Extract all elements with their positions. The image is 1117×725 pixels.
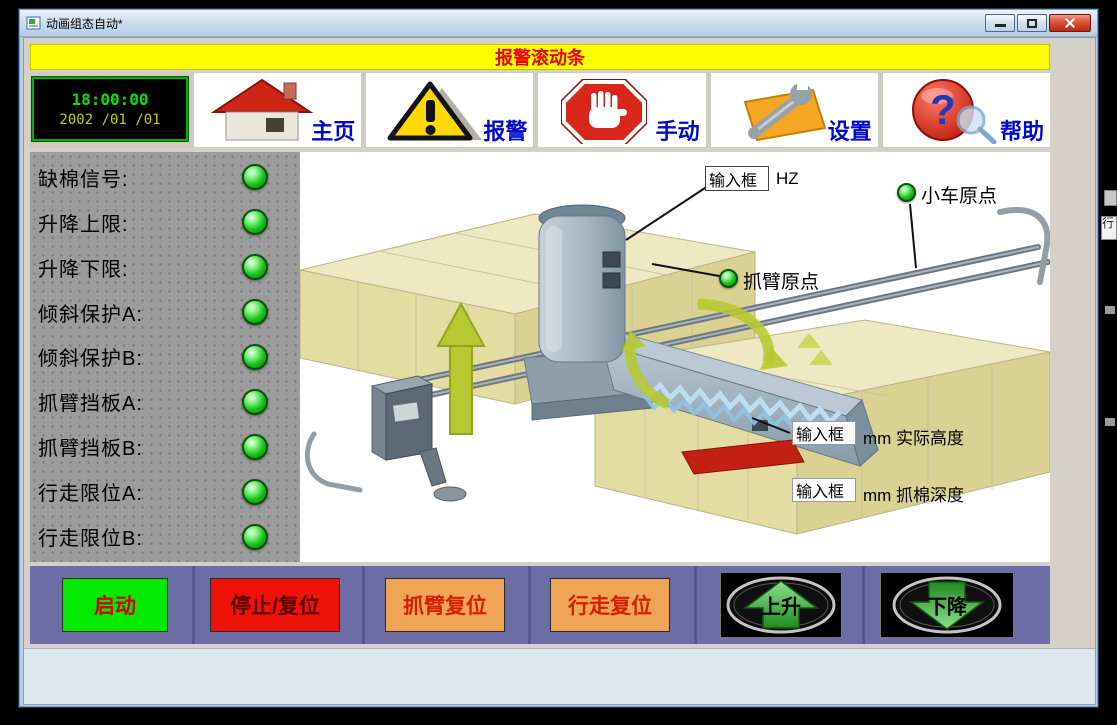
frequency-unit-label: HZ (776, 169, 799, 188)
status-label: 升降下限: (38, 258, 129, 281)
maximize-button[interactable] (1017, 14, 1047, 32)
clock-time: 18:00:00 (71, 90, 149, 109)
minimize-icon (995, 24, 1006, 27)
toolbar-button-label: 报警 (483, 119, 528, 144)
status-label: 倾斜保护A: (38, 303, 143, 326)
alarm-scroll-banner: 报警滚动条 (30, 44, 1050, 70)
pluck-depth-input[interactable] (792, 478, 856, 502)
toolbar-button-alarm[interactable]: 报警 (366, 73, 534, 147)
status-row: 倾斜保护B: (30, 335, 300, 380)
separator (362, 566, 365, 644)
pluck-depth-label: mm 抓棉深度 (863, 486, 965, 505)
clock-date: 2002 /01 /01 (59, 112, 161, 128)
toolbar-button-label: 手动 (655, 119, 700, 144)
separator (192, 566, 195, 644)
status-led (242, 388, 268, 415)
toolbar-button-manual[interactable]: 手动 (538, 73, 706, 147)
home-icon (210, 78, 314, 141)
status-panel: 缺棉信号: 升降上限: 升降下限: 倾斜保护A: 倾斜保护B: (30, 152, 300, 562)
up-button[interactable]: 上升 (720, 572, 842, 638)
status-label: 行走限位A: (38, 483, 143, 506)
app-icon (26, 16, 41, 30)
control-bar: 启动 停止/复位 抓臂复位 行走复位 上升 (30, 566, 1050, 644)
toolbar-button-help[interactable]: ? 帮助 (882, 73, 1051, 147)
toolbar-button-home[interactable]: 主页 (194, 73, 362, 147)
arm-origin-led (719, 269, 738, 288)
travel-reset-button[interactable]: 行走复位 (550, 578, 670, 632)
down-button[interactable]: 下降 (880, 572, 1014, 638)
up-button-label: 上升 (761, 596, 801, 619)
window-controls (985, 14, 1091, 32)
close-button[interactable] (1049, 14, 1091, 32)
cart-origin-led (897, 183, 916, 202)
up-arrow-icon (726, 576, 836, 634)
status-row: 倾斜保护A: (30, 290, 300, 335)
wrench-icon (743, 77, 826, 142)
separator (528, 566, 531, 644)
maximize-icon (1027, 19, 1037, 28)
background-window-fragment (1104, 190, 1117, 206)
app-window: 动画组态自动* 报警滚动条 18:00:00 2002 /01 /01 (18, 8, 1099, 708)
help-question-icon: ? (911, 79, 997, 144)
actual-height-input[interactable] (792, 421, 856, 445)
status-led (242, 254, 268, 281)
status-label: 行走限位B: (38, 528, 143, 551)
alarm-warning-icon (387, 81, 483, 141)
toolbar-button-label: 主页 (311, 119, 356, 144)
status-label: 升降上限: (38, 213, 129, 236)
status-row: 缺棉信号: (30, 155, 300, 200)
actual-height-label: mm 实际高度 (863, 429, 965, 448)
toolbar-button-settings[interactable]: 设置 (710, 73, 878, 147)
toolbar-button-label: 帮助 (1000, 119, 1045, 144)
status-led (242, 164, 268, 191)
status-row: 行走限位A: (30, 469, 300, 514)
frequency-input[interactable] (705, 166, 769, 191)
status-row: 抓臂挡板B: (30, 424, 300, 469)
toolbar: 18:00:00 2002 /01 /01 主页 (30, 72, 1051, 148)
question-glyph: ? (930, 86, 956, 133)
titlebar[interactable]: 动画组态自动* (20, 10, 1097, 37)
status-label: 抓臂挡板B: (38, 438, 143, 461)
toolbar-buttons: 主页 报警 (194, 73, 1051, 147)
separator (862, 566, 865, 644)
arm-origin-label: 抓臂原点 (743, 272, 820, 293)
status-led (242, 433, 268, 460)
status-strip (24, 648, 1095, 704)
stop-reset-button[interactable]: 停止/复位 (210, 578, 340, 632)
status-label: 倾斜保护B: (38, 348, 143, 371)
status-led (242, 209, 268, 236)
cart-origin-label: 小车原点 (921, 186, 998, 207)
status-row: 行走限位B: (30, 514, 300, 559)
down-arrow-icon (892, 576, 1002, 634)
status-led (242, 478, 268, 505)
background-window-fragment: 行 (1101, 216, 1117, 240)
window-title: 动画组态自动* (46, 16, 123, 31)
background-window-fragment (1105, 306, 1115, 314)
status-led (242, 299, 268, 326)
machine-graphic-area: HZ 小车原点 抓臂原点 mm 实际高度 mm 抓棉深度 (300, 152, 1050, 562)
clock-display: 18:00:00 2002 /01 /01 (31, 76, 189, 142)
status-row: 升降下限: (30, 245, 300, 290)
status-row: 抓臂挡板A: (30, 379, 300, 424)
down-button-label: 下降 (927, 596, 967, 619)
separator (694, 566, 697, 644)
arm-reset-button[interactable]: 抓臂复位 (385, 578, 505, 632)
minimize-button[interactable] (985, 14, 1015, 32)
status-label: 缺棉信号: (38, 168, 129, 191)
status-led (242, 523, 268, 550)
status-label: 抓臂挡板A: (38, 393, 143, 416)
start-button[interactable]: 启动 (62, 578, 168, 632)
toolbar-button-label: 设置 (827, 119, 872, 144)
stop-hand-icon (561, 79, 648, 144)
status-row: 升降上限: (30, 200, 300, 245)
background-window-fragment (1105, 418, 1115, 426)
status-led (242, 343, 268, 370)
machine-diagram (300, 185, 1050, 535)
client-area: 报警滚动条 18:00:00 2002 /01 /01 (23, 37, 1096, 705)
